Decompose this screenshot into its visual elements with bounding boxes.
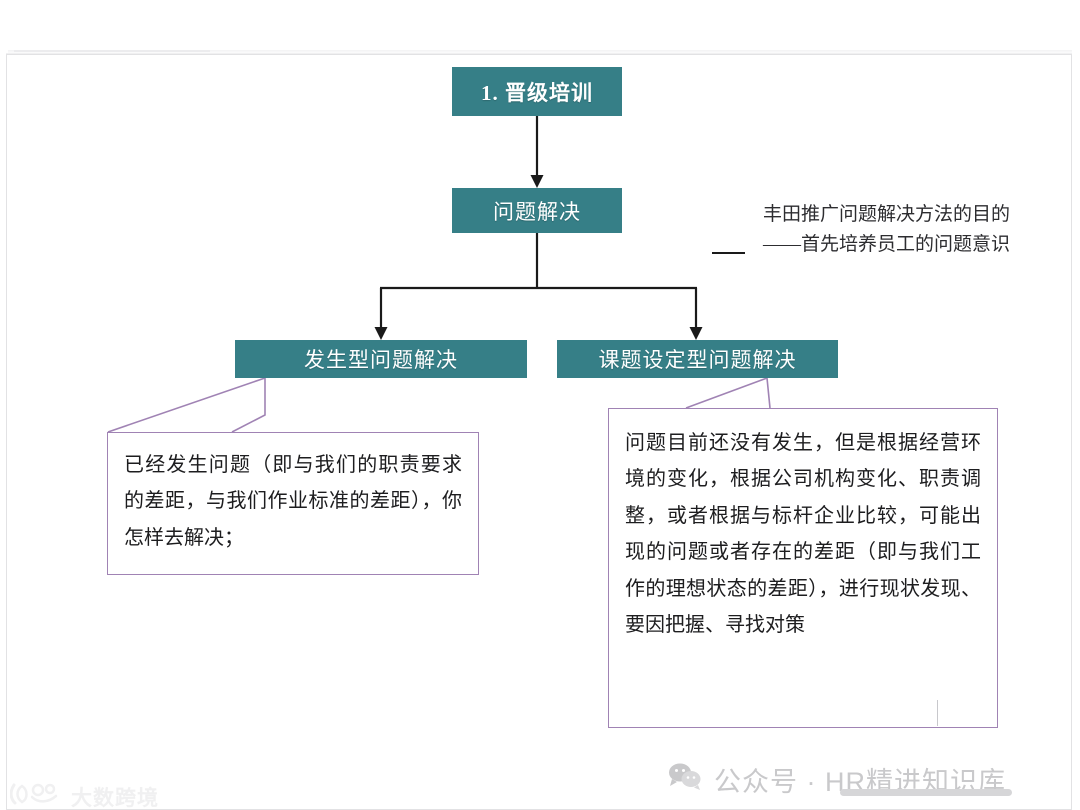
callout-left-text: 已经发生问题（即与我们的职责要求的差距，与我们作业标准的差距），你怎样去解决； [124, 454, 462, 549]
process-box-task-setting-type[interactable]: 课题设定型问题解决 [557, 340, 838, 378]
annotation-line-2: ——首先培养员工的问题意识 [762, 234, 1010, 256]
slide-frame-top-edge [14, 50, 210, 52]
brand-logo-text: 大数跨境 [71, 787, 159, 810]
watermark-underline-bar [840, 789, 1012, 796]
process-box-title[interactable]: 1. 晋级培训 [452, 67, 622, 116]
wechat-icon [668, 762, 702, 797]
callout-occurrence-type[interactable]: 已经发生问题（即与我们的职责要求的差距，与我们作业标准的差距），你怎样去解决； [107, 432, 479, 575]
callout-task-setting-type[interactable]: 问题目前还没有发生，但是根据经营环境的变化，根据公司机构变化、职责调整，或者根据… [608, 408, 998, 728]
brand-logo: 大数跨境 [9, 782, 159, 810]
text-caret-artifact-right [937, 700, 938, 726]
callout-right-text: 问题目前还没有发生，但是根据经营环境的变化，根据公司机构变化、职责调整，或者根据… [625, 432, 981, 636]
dashukuajing-logo-mark [9, 782, 64, 810]
annotation-line-1: 丰田推广问题解决方法的目的 [762, 204, 1010, 225]
annotation-note: 丰田推广问题解决方法的目的 ——首先培养员工的问题意识 [700, 200, 1010, 260]
process-box-problem-solving[interactable]: 问题解决 [452, 188, 622, 233]
slide-frame-top-shadow [8, 50, 1072, 53]
process-box-occurrence-type[interactable]: 发生型问题解决 [235, 340, 527, 378]
